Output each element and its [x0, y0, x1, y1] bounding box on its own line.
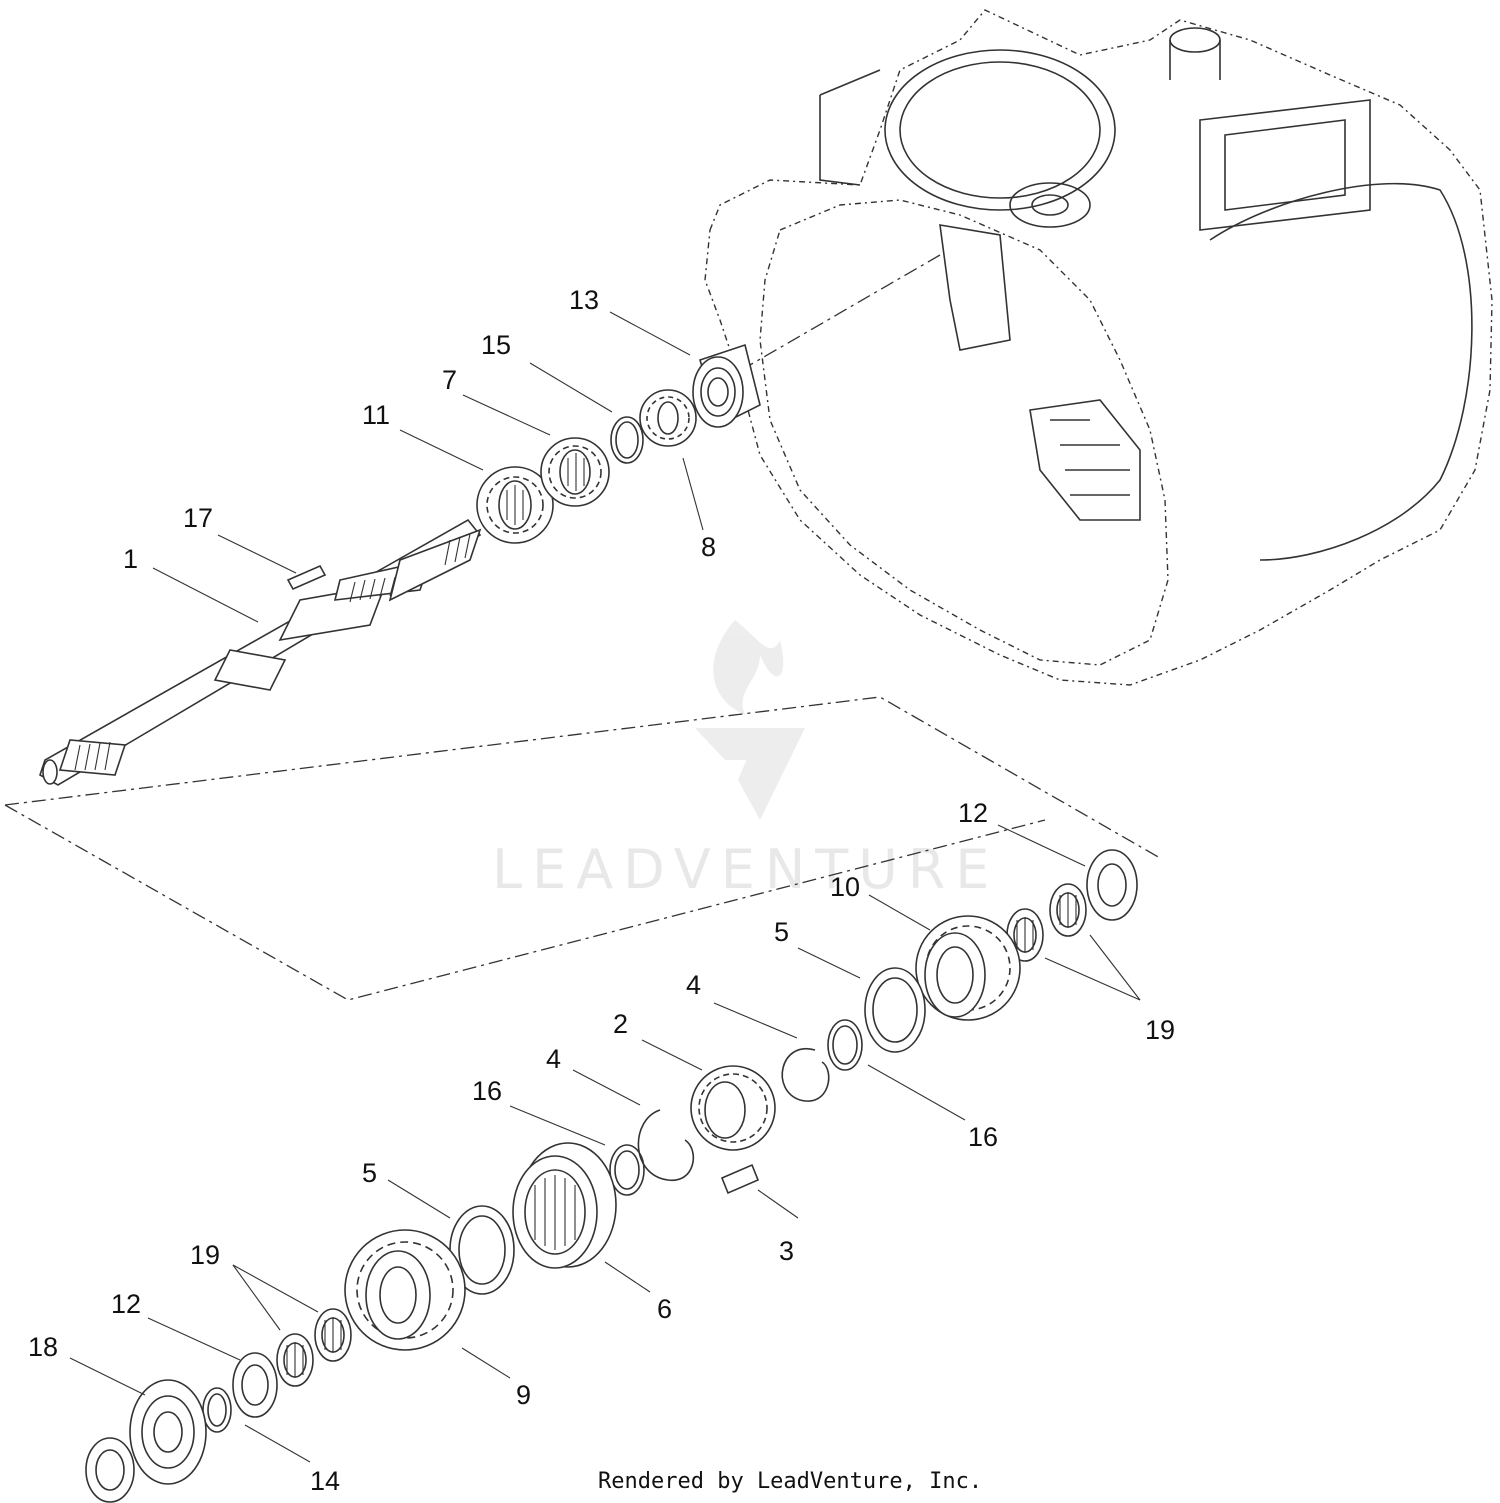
watermark-text: LEADVENTURE [492, 838, 999, 901]
spring-4-lower [637, 1109, 695, 1181]
callout-19-lower: 19 [190, 1240, 220, 1270]
needle-bearing-19-lower-a [314, 1308, 352, 1362]
callout-11: 11 [362, 400, 390, 430]
callout-labels: 1 2 3 4 4 5 5 6 7 8 9 10 11 12 12 13 14 … [28, 285, 1175, 1496]
bearing-13 [692, 343, 761, 428]
callout-2: 2 [613, 1009, 628, 1039]
leadventure-watermark: LEADVENTURE [492, 620, 999, 901]
callout-12-upper: 12 [958, 798, 988, 828]
callout-15: 15 [481, 330, 511, 360]
callout-16-lower: 16 [472, 1076, 502, 1106]
shift-key-3 [720, 1163, 760, 1195]
key-part [286, 564, 327, 591]
snap-ring-16-upper [827, 1019, 863, 1071]
callout-13: 13 [569, 285, 599, 315]
callout-7: 7 [442, 365, 457, 395]
transmission-case [704, 9, 1493, 686]
callout-10: 10 [830, 872, 860, 902]
callout-18: 18 [28, 1332, 58, 1362]
synchro-ring-5-upper [864, 967, 926, 1053]
callout-16-upper: 16 [968, 1122, 998, 1152]
callout-6: 6 [657, 1294, 672, 1324]
gear-9 [344, 1229, 466, 1351]
callout-14: 14 [310, 1466, 340, 1496]
sync-sleeve-6 [512, 1142, 617, 1269]
gear-8 [639, 389, 697, 447]
callout-8: 8 [701, 532, 716, 562]
sync-hub-2 [690, 1065, 776, 1151]
countershaft-boundary [4, 696, 1161, 1001]
callout-4-upper: 4 [686, 970, 701, 1000]
end-bearing [85, 1437, 135, 1503]
gear-7 [540, 437, 610, 507]
callout-12-lower: 12 [111, 1289, 141, 1319]
callout-3: 3 [779, 1236, 794, 1266]
bearing-18 [129, 1379, 207, 1485]
callout-9: 9 [516, 1380, 531, 1410]
gear-11 [476, 466, 554, 544]
callout-5-lower: 5 [362, 1158, 377, 1188]
leader-lines [69, 311, 1141, 1463]
thrust-washer-12-upper [1086, 849, 1138, 921]
needle-bearing-19-lower-b [276, 1333, 314, 1387]
callout-4-lower: 4 [546, 1044, 561, 1074]
snap-ring-16-lower [609, 1144, 645, 1196]
rendered-by-credit: Rendered by LeadVenture, Inc. [598, 1469, 982, 1494]
synchro-ring-5-lower [449, 1205, 515, 1295]
needle-bearing-19-upper-a [1049, 883, 1087, 937]
main-shaft [39, 518, 482, 786]
gear-10 [915, 915, 1021, 1021]
snap-ring-14 [202, 1387, 232, 1433]
callout-19-upper: 19 [1145, 1015, 1175, 1045]
snap-ring-15 [610, 416, 644, 464]
callout-17: 17 [183, 503, 213, 533]
thrust-washer-12-lower [232, 1352, 278, 1418]
shaft-axis-line [749, 254, 941, 366]
callout-1: 1 [123, 544, 138, 574]
callout-5-upper: 5 [774, 917, 789, 947]
spring-4-upper [781, 1047, 830, 1102]
